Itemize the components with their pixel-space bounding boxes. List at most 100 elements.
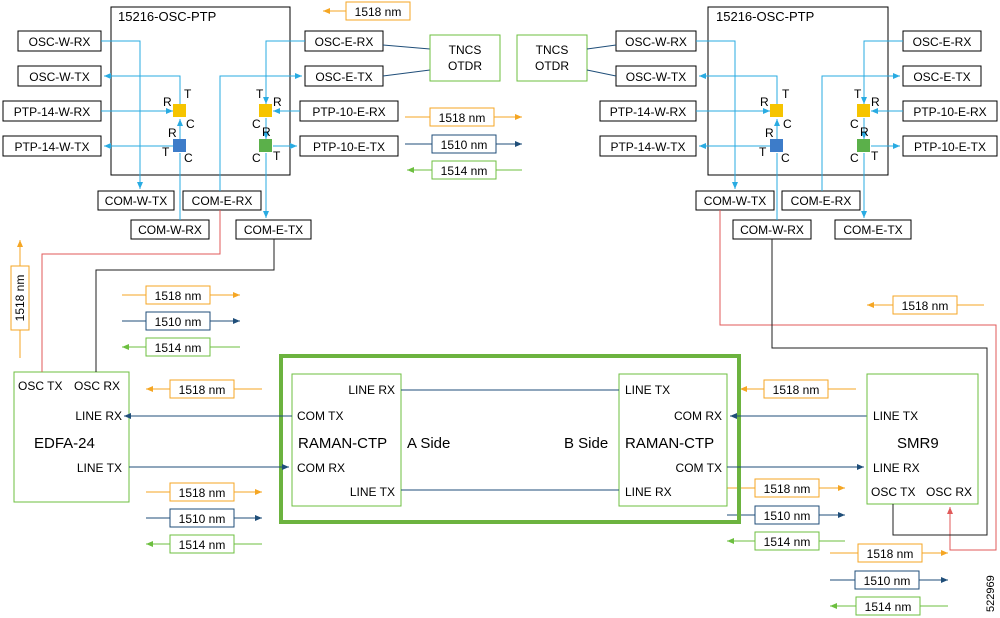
splitter-label: C <box>252 151 261 165</box>
wavelength-tag-1518: 1518 nm <box>740 379 856 399</box>
splitter-label: C <box>850 117 859 131</box>
wavelength-tag-1510: 1510 nm <box>122 311 240 331</box>
wavelength-tag-1518: 1518 nm <box>727 478 845 498</box>
wavelength-tag-1518: 1518 nm <box>146 379 262 399</box>
port-ptp10-e-rx: PTP-10-E-RX <box>312 105 385 119</box>
wavelength-tag-1518: 1518 nm <box>122 285 240 305</box>
port-ptp14-w-rx: PTP-14-W-RX <box>14 105 90 119</box>
splitter-label: C <box>781 151 790 165</box>
splitter-label: R <box>168 126 177 140</box>
raman-a-com-tx: COM TX <box>297 409 343 423</box>
wavelength-tag-1514: 1514 nm <box>122 337 240 357</box>
port-com-w-rx: COM-W-RX <box>138 223 202 237</box>
splitter-label: R <box>760 95 769 109</box>
wavelength-tag-1518: 1518 nm <box>405 107 522 127</box>
splitter-square <box>259 104 272 117</box>
port-com-e-rx: COM-E-RX <box>791 194 852 208</box>
port-ptp14-w-tx: PTP-14-W-TX <box>610 140 685 154</box>
svg-text:1514 nm: 1514 nm <box>764 535 811 549</box>
splitter-label: C <box>783 117 792 131</box>
splitter-square <box>259 139 272 152</box>
osc-ptp-title: 15216-OSC-PTP <box>118 9 216 24</box>
wavelength-tag-1510: 1510 nm <box>830 570 948 590</box>
raman-b-line-tx: LINE TX <box>625 383 670 397</box>
splitter-square <box>770 104 783 117</box>
edfa-osc-rx-label: OSC RX <box>74 379 120 393</box>
port-osc-e-tx: OSC-E-TX <box>315 70 372 84</box>
splitter-label: R <box>765 126 774 140</box>
wavelength-tag-1518: 1518 nm <box>830 543 948 563</box>
smr9-line-tx: LINE TX <box>873 409 918 423</box>
splitter-label: T <box>256 87 264 101</box>
raman-b-line-rx: LINE RX <box>625 485 672 499</box>
splitter-label: T <box>162 145 170 159</box>
wavelength-tag-1514: 1514 nm <box>146 534 262 554</box>
port-ptp10-e-tx: PTP-10-E-TX <box>313 140 385 154</box>
svg-text:1518 nm: 1518 nm <box>867 547 914 561</box>
tncs-otdr-label: OTDR <box>535 59 569 73</box>
tncs-label: TNCS <box>449 43 482 57</box>
svg-text:1514 nm: 1514 nm <box>179 538 226 552</box>
svg-text:1510 nm: 1510 nm <box>864 574 911 588</box>
raman-b-com-tx: COM TX <box>676 461 722 475</box>
svg-text:1518 nm: 1518 nm <box>764 482 811 496</box>
splitter-square <box>857 104 870 117</box>
osc-link-dark <box>95 239 275 372</box>
wavelength-tag-1510: 1510 nm <box>405 134 522 154</box>
splitter-label: T <box>184 87 192 101</box>
svg-text:1514 nm: 1514 nm <box>155 341 202 355</box>
splitter-square <box>770 139 783 152</box>
left-osc-ptp: 15216-OSC-PTP OSC-W-RX OSC-W-TX PTP-14-W… <box>2 6 431 240</box>
raman-a-name: RAMAN-CTP <box>298 435 387 452</box>
splitter-label: R <box>871 95 880 109</box>
port-ptp10-e-tx: PTP-10-E-TX <box>914 140 986 154</box>
a-side-label: A Side <box>407 435 450 452</box>
svg-text:1518 nm: 1518 nm <box>355 5 402 19</box>
raman-a-line-tx: LINE TX <box>350 485 395 499</box>
svg-text:1518 nm: 1518 nm <box>179 486 226 500</box>
splitter-square <box>857 139 870 152</box>
splitter-label: C <box>186 117 195 131</box>
splitter-square <box>173 104 186 117</box>
right-osc-ptp: 15216-OSC-PTP OSC-W-RX OSC-W-TX PTP-14-W… <box>586 6 998 240</box>
port-com-e-tx: COM-E-TX <box>843 223 902 237</box>
osc-link-dark <box>771 239 988 536</box>
splitter-label: R <box>163 95 172 109</box>
raman-pair-frame <box>279 354 741 524</box>
port-com-e-tx: COM-E-TX <box>244 223 303 237</box>
raman-b-com-rx: COM RX <box>674 409 722 423</box>
tncs-box-left <box>429 34 501 82</box>
osc-link-red <box>719 210 997 551</box>
raman-b-name: RAMAN-CTP <box>625 435 714 452</box>
svg-text:1510 nm: 1510 nm <box>179 512 226 526</box>
port-ptp14-w-tx: PTP-14-W-TX <box>14 140 89 154</box>
splitter-label: C <box>184 151 193 165</box>
wavelength-tag-1514: 1514 nm <box>830 596 948 616</box>
edfa-24-box: OSC TX OSC RX LINE RX EDFA-24 LINE TX <box>13 371 130 503</box>
svg-text:1510 nm: 1510 nm <box>155 315 202 329</box>
edfa-name: EDFA-24 <box>34 435 95 452</box>
wavelength-tag-1518-vertical: 1518 nm <box>10 240 30 358</box>
raman-ctp-a-box: LINE RX COM TX RAMAN-CTP COM RX LINE TX <box>291 373 402 507</box>
port-com-e-rx: COM-E-RX <box>192 194 253 208</box>
port-osc-w-rx: OSC-W-RX <box>29 35 91 49</box>
wavelength-tag-1514: 1514 nm <box>407 160 522 180</box>
splitter-label: C <box>252 117 261 131</box>
smr9-name: SMR9 <box>897 435 939 452</box>
wavelength-tag-1514: 1514 nm <box>727 531 845 551</box>
port-osc-e-tx: OSC-E-TX <box>913 70 970 84</box>
port-osc-w-rx: OSC-W-RX <box>625 35 687 49</box>
splitter-label: T <box>759 145 767 159</box>
splitter-label: C <box>850 151 859 165</box>
port-ptp14-w-rx: PTP-14-W-RX <box>610 105 686 119</box>
port-osc-w-tx: OSC-W-TX <box>29 70 89 84</box>
svg-text:1518 nm: 1518 nm <box>155 289 202 303</box>
tncs-label: TNCS <box>536 43 569 57</box>
wavelength-tag-1518: 1518 nm <box>146 482 262 502</box>
osc-ptp-title: 15216-OSC-PTP <box>716 9 814 24</box>
port-com-w-rx: COM-W-RX <box>740 223 804 237</box>
svg-text:1514 nm: 1514 nm <box>441 164 488 178</box>
splitter-label: T <box>871 149 879 163</box>
smr9-box: LINE TX SMR9 LINE RX OSC TX OSC RX <box>866 373 979 505</box>
